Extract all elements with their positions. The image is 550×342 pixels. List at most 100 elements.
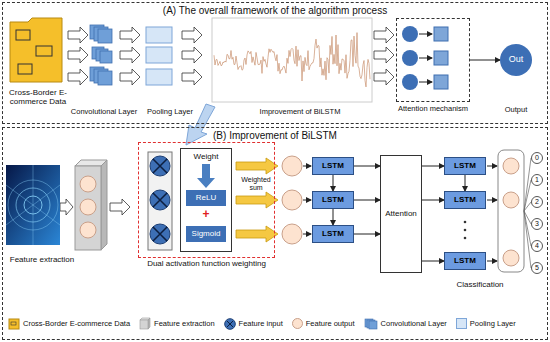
legend: Cross-Border E-commerce Data Feature ext…: [8, 317, 516, 330]
data-folder: [10, 18, 62, 82]
feature-input: [153, 159, 167, 241]
layer-label: Pooling Layer: [140, 108, 200, 117]
block-arrow: [374, 47, 394, 63]
ellipsis-dots: [464, 237, 467, 240]
feature-output: [282, 190, 302, 210]
lstm-box: LSTM: [312, 157, 354, 175]
lstm-box: LSTM: [444, 191, 486, 209]
tech-image: [6, 165, 60, 245]
feature-extraction-block: [80, 176, 96, 192]
panel-frame: (A) The overall framework of the algorit…: [2, 2, 548, 124]
node-caption: Output: [505, 106, 528, 114]
image-label: Feature extraction: [2, 255, 82, 264]
data-folder: [16, 30, 30, 40]
connector-arrow: [422, 166, 444, 167]
block-arrow: [374, 27, 394, 43]
node-label: LSTM: [454, 162, 476, 171]
convolutional-layer: [90, 25, 112, 85]
lstm-box: LSTM: [312, 225, 354, 243]
feature-output: [282, 156, 302, 176]
node-label: 3: [535, 220, 539, 228]
feature-extraction-block: [75, 160, 107, 250]
node-caption: Attention mechanism: [398, 105, 468, 113]
legend-text: Convolutional Layer: [381, 319, 447, 328]
legend-item: Convolutional Layer: [364, 318, 447, 330]
lstm-box: LSTM: [444, 252, 486, 270]
connector-arrow: [354, 166, 380, 167]
node-label: LSTM: [454, 196, 476, 205]
weight-arrow: [197, 164, 215, 188]
weighted-sum-arrow: [236, 158, 278, 174]
node-label: LSTM: [322, 162, 344, 171]
feature-output: [282, 224, 302, 244]
pooling-layer: [146, 27, 172, 85]
block-arrow: [120, 47, 140, 63]
attention-unit: [434, 75, 448, 89]
block-arrow: [68, 27, 88, 43]
input-label: Cross-Border E-commerce Data: [2, 88, 74, 106]
class-line: [524, 180, 531, 211]
panel-title: (B) Improvement of BiLSTM: [3, 130, 547, 141]
connector-arrow: [422, 261, 444, 262]
legend-text: Feature output: [306, 319, 355, 328]
connector-arrow: [333, 175, 334, 191]
legend-icon: [227, 321, 233, 327]
class-circle: 2: [531, 196, 543, 208]
attention-unit: [402, 50, 418, 66]
node-label: 1: [535, 176, 539, 184]
legend-icon: [139, 317, 151, 330]
feature-output: [282, 156, 302, 244]
legend-item: Feature input: [224, 318, 283, 330]
legend-swatch: [456, 318, 467, 329]
connector-arrow: [465, 175, 466, 191]
node-label: LSTM: [454, 257, 476, 266]
output-layer: [498, 150, 524, 272]
flow-arrow: [303, 234, 311, 235]
panel-frame: (B) Improvement of BiLSTMDual activation…: [2, 127, 548, 340]
block-arrow: [182, 47, 202, 63]
data-folder: [10, 18, 62, 82]
data-folder: [36, 46, 52, 56]
node-label: Sigmoid: [192, 230, 221, 239]
node-label: Weight: [194, 153, 219, 162]
arrow-label: Weighted sum: [238, 176, 274, 192]
block-arrow: [374, 69, 394, 85]
data-folder: [18, 64, 32, 74]
class-circle: 4: [531, 240, 543, 252]
block-arrow: [120, 27, 140, 43]
block-arrow: [110, 199, 130, 215]
legend-icon: [148, 318, 150, 329]
legend-item: Pooling Layer: [456, 318, 516, 329]
feature-extraction-block: [80, 199, 96, 215]
node-label: LSTM: [322, 196, 344, 205]
pooling-layer: [146, 69, 172, 85]
lstm-box: LSTM: [444, 157, 486, 175]
block-arrow: [68, 69, 88, 85]
attention-unit: [402, 26, 448, 90]
block-arrow: [120, 69, 140, 85]
feature-extraction-block: [75, 166, 101, 250]
attention-unit: [434, 51, 448, 65]
connector-arrow: [354, 200, 380, 201]
block-arrow: [182, 69, 202, 85]
tech-image: [6, 165, 60, 245]
legend-icon: [11, 322, 16, 325]
legend-item: Feature output: [292, 318, 355, 329]
weighted-sum-arrow: [236, 226, 278, 242]
ellipsis-dots: [464, 221, 467, 224]
legend-swatch: [292, 318, 303, 329]
class-line: [524, 211, 531, 268]
activation-box: Sigmoid: [186, 226, 226, 242]
node-caption: Dual activation function weighting: [147, 260, 266, 269]
legend-icon: [8, 318, 20, 330]
flow-arrow: [487, 200, 497, 201]
attention-box: Attention: [380, 155, 422, 273]
chart-label: Improvement of BiLSTM: [252, 108, 348, 117]
block-arrow: [68, 47, 88, 63]
dual-activation-box: Dual activation function weightingWeight…: [138, 142, 275, 258]
output-circle: OutOutput: [500, 44, 532, 76]
flow-arrow: [487, 166, 497, 167]
weighted-sum-arrow: [236, 158, 278, 242]
weight-arrow: [197, 164, 215, 188]
